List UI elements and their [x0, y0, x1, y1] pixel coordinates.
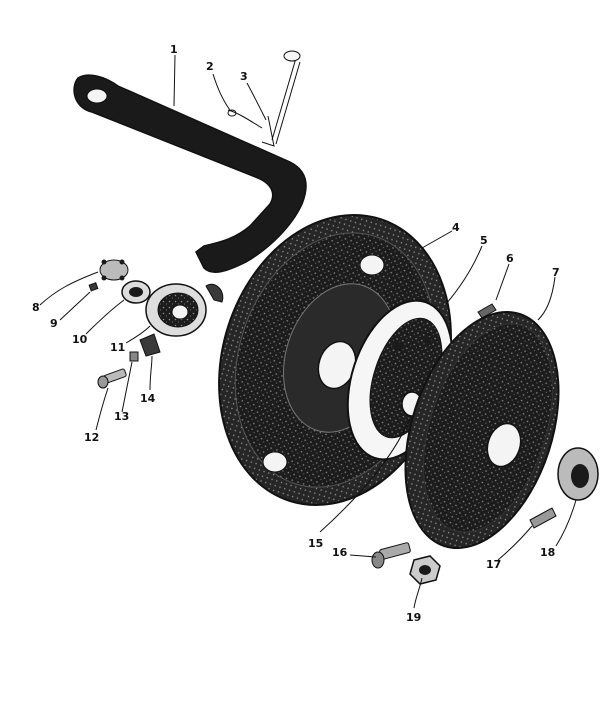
part-13-nut [129, 351, 139, 362]
callout-16: 16 [332, 546, 348, 559]
part-17-key [529, 507, 557, 529]
leader-14 [149, 355, 153, 391]
leader-13 [121, 361, 133, 413]
part-3-clevis-pin [261, 50, 301, 147]
leader-1 [173, 54, 176, 107]
part-2-cotter-pin [227, 109, 263, 129]
callout-2: 2 [206, 60, 214, 73]
callout-6: 6 [506, 252, 514, 265]
leader-19 [413, 577, 423, 609]
part-10-collar [121, 280, 151, 304]
part-18-collar [557, 447, 599, 501]
part-11-bearing [145, 283, 207, 337]
leader-lines [39, 54, 577, 609]
part-8-flange [99, 259, 129, 281]
part-6-key [477, 303, 497, 319]
callout-11: 11 [110, 341, 125, 354]
part-7-disc [404, 310, 560, 550]
leader-10 [85, 299, 125, 335]
leader-17 [497, 525, 533, 561]
part-19-nut [409, 555, 441, 585]
callout-14: 14 [140, 392, 156, 405]
leader-15 [319, 417, 411, 533]
leader-8 [39, 271, 99, 306]
callout-10: 10 [72, 333, 88, 346]
part-1-arm [73, 74, 307, 274]
part-14-clip [139, 283, 224, 357]
leader-11 [125, 325, 151, 344]
leader-18 [555, 499, 577, 547]
leader-12 [95, 387, 109, 431]
callout-15: 15 [308, 537, 323, 550]
callout-17: 17 [486, 558, 501, 571]
leader-16 [349, 554, 377, 558]
callout-18: 18 [540, 546, 555, 559]
callout-9: 9 [50, 317, 58, 330]
leader-4 [421, 230, 453, 249]
callout-3: 3 [240, 70, 248, 83]
part-16-bolt [371, 542, 411, 569]
leader-7 [537, 276, 556, 321]
callout-labels: 1 2 3 4 5 6 7 8 9 10 11 12 13 14 15 16 1… [32, 43, 560, 624]
leader-5 [445, 245, 483, 305]
leader-6 [495, 263, 510, 301]
callout-5: 5 [480, 234, 488, 247]
leader-9 [59, 291, 91, 321]
leader-2 [212, 73, 231, 111]
callout-7: 7 [552, 266, 560, 279]
callout-4: 4 [452, 221, 460, 234]
callout-13: 13 [114, 410, 129, 423]
part-9-nut [88, 282, 99, 292]
part-12-bolt [97, 368, 127, 389]
callout-19: 19 [406, 611, 421, 624]
callout-12: 12 [84, 431, 99, 444]
callout-8: 8 [32, 301, 40, 314]
leader-3 [246, 82, 267, 121]
callout-1: 1 [170, 43, 178, 56]
